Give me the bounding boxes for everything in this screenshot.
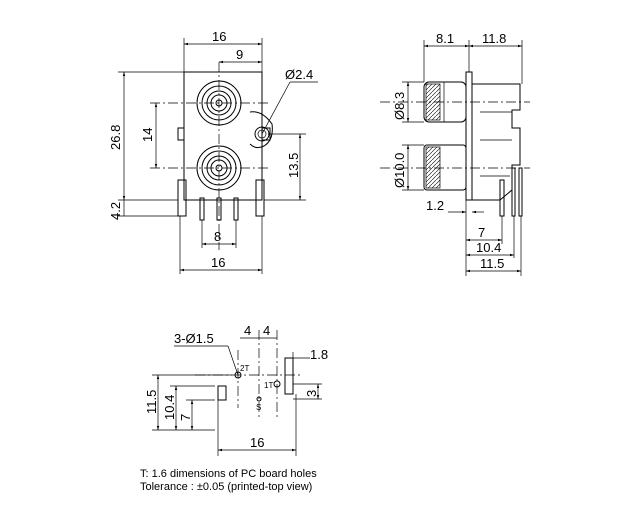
dim-pin-span: 8 bbox=[214, 229, 221, 244]
front-view: 16 9 Ø2.4 26.8 14 13.5 4.2 8 16 bbox=[108, 29, 318, 274]
pcb-label-2t: 2T bbox=[240, 364, 249, 373]
side-pin-2 bbox=[511, 167, 516, 217]
pcb-holes-spec: 3-Ø1.5 bbox=[174, 331, 214, 346]
dim-front-bottom-width: 16 bbox=[211, 255, 225, 270]
pcb-layout: 2T 1T S 3-Ø1.5 4 4 1.8 3 11.5 10.4 bbox=[144, 323, 328, 456]
mounting-ear bbox=[249, 111, 273, 149]
dim-jack-spacing: 14 bbox=[140, 128, 155, 142]
dim-side-pin-11-5: 11.5 bbox=[480, 256, 504, 271]
dim-side-left-width: 8.1 bbox=[436, 31, 454, 46]
dim-top-diameter: Ø8.3 bbox=[392, 92, 407, 120]
front-pin-2 bbox=[216, 197, 222, 221]
front-notch-left bbox=[177, 127, 184, 141]
pcb-dim-1-8: 1.8 bbox=[310, 347, 328, 362]
dim-side-pin-10-4: 10.4 bbox=[476, 240, 501, 255]
pcb-dim-7: 7 bbox=[178, 414, 193, 421]
side-view: 8.1 11.8 Ø8.3 Ø10.0 1.2 7 10.4 11.5 bbox=[380, 31, 530, 276]
pcb-dim-4a: 4 bbox=[244, 323, 251, 338]
dim-side-pin-7: 7 bbox=[478, 225, 485, 240]
dim-pin-height: 4.2 bbox=[108, 202, 123, 220]
dim-center-height: 13.5 bbox=[286, 153, 301, 178]
pcb-dim-10-4: 10.4 bbox=[162, 395, 177, 420]
pcb-slot-right bbox=[284, 357, 294, 395]
front-housing bbox=[183, 71, 263, 201]
front-pin-1 bbox=[199, 197, 205, 221]
pcb-dim-3: 3 bbox=[304, 390, 319, 397]
dim-side-right-width: 11.8 bbox=[482, 31, 506, 46]
dim-side-offset: 1.2 bbox=[426, 198, 444, 213]
dim-front-inner: 9 bbox=[236, 47, 243, 62]
side-panel bbox=[465, 71, 473, 201]
side-body bbox=[472, 83, 521, 201]
front-tab-right bbox=[255, 179, 265, 217]
side-pin-3 bbox=[518, 167, 523, 217]
pcb-label-1t: 1T bbox=[264, 381, 273, 390]
note-line-1: T: 1.6 dimensions of PC board holes bbox=[140, 468, 317, 480]
dim-front-height: 26.8 bbox=[108, 125, 123, 150]
pcb-dim-16: 16 bbox=[250, 435, 264, 450]
front-pin-3 bbox=[233, 197, 239, 221]
dim-bottom-diameter: Ø10.0 bbox=[392, 153, 407, 188]
mount-hole-inner bbox=[257, 129, 267, 139]
pcb-dim-11-5: 11.5 bbox=[144, 390, 159, 414]
front-tab-left bbox=[177, 179, 187, 217]
dim-hole-diameter: Ø2.4 bbox=[285, 67, 313, 82]
dim-front-top-width: 16 bbox=[212, 29, 226, 44]
pcb-dim-4b: 4 bbox=[263, 323, 270, 338]
note-line-2: Tolerance : ±0.05 (printed-top view) bbox=[140, 481, 312, 493]
pcb-slot-left bbox=[217, 385, 227, 401]
